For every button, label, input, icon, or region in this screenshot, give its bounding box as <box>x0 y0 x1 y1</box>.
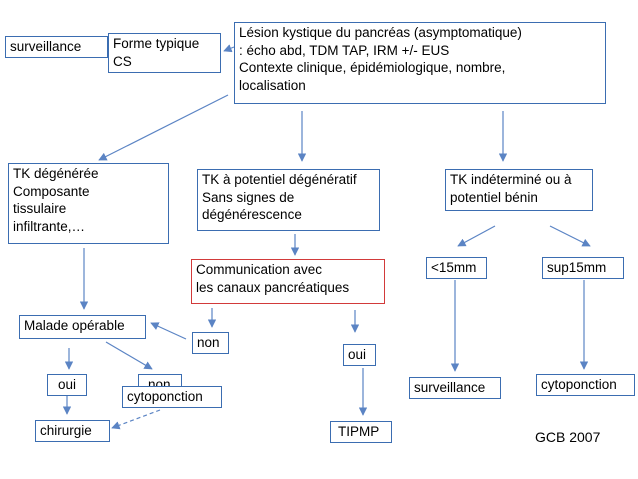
arrow-cyto-to-chirurgie <box>111 409 161 430</box>
node-forme-typique: Forme typique CS <box>108 33 221 73</box>
arrow-non-to-malade <box>150 322 187 340</box>
node-tk-degeneree: TK dégénérée Composante tissulaire infil… <box>8 163 169 244</box>
arrow-indetermine-to-sup15 <box>549 225 591 247</box>
node-lt15mm: <15mm <box>426 257 487 279</box>
arrow-main-to-forme <box>223 44 235 53</box>
node-tipmp: TIPMP <box>330 421 392 443</box>
node-tk-potentiel: TK à potentiel dégénératif Sans signes d… <box>197 169 380 231</box>
node-communication: Communication avec les canaux pancréatiq… <box>191 259 385 304</box>
node-sup15mm: sup15mm <box>542 257 624 279</box>
node-malade-operable: Malade opérable <box>19 315 146 339</box>
node-surveillance-top: surveillance <box>5 36 108 58</box>
node-cytoponction-left: cytoponction <box>122 386 222 408</box>
node-oui-operable: oui <box>47 374 87 396</box>
footer-credit: GCB 2007 <box>535 429 601 445</box>
node-oui-communication: oui <box>343 344 376 366</box>
node-cytoponction-right: cytoponction <box>536 374 635 396</box>
arrow-malade-to-non <box>105 341 153 370</box>
arrow-indetermine-to-lt15 <box>457 225 496 247</box>
node-main-lesion: Lésion kystique du pancréas (asymptomati… <box>234 22 606 104</box>
arrow-main-to-tk-degeneree <box>98 94 229 161</box>
node-surveillance-bottom: surveillance <box>409 377 501 399</box>
node-chirurgie: chirurgie <box>35 420 110 442</box>
node-non-communication: non <box>192 332 229 354</box>
node-tk-indetermine: TK indéterminé ou à potentiel bénin <box>445 169 593 211</box>
